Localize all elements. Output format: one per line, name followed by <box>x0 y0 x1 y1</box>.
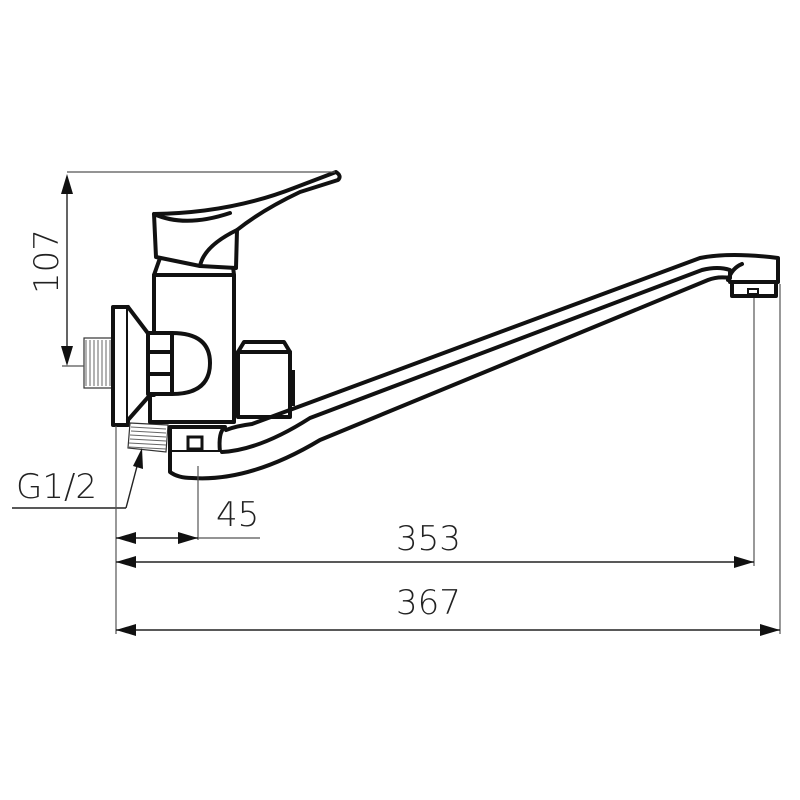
aerator <box>730 280 778 298</box>
faucet-drawing <box>83 170 780 481</box>
dimension-height: 107 <box>27 171 335 367</box>
thread-label: G1/2 <box>16 467 97 507</box>
handle-lever <box>152 170 342 270</box>
spout-reach-label: 353 <box>396 519 461 559</box>
spout-upper-edge <box>224 253 780 432</box>
offset-label: 45 <box>216 495 259 535</box>
dimension-offset: 45 <box>116 495 260 544</box>
height-label: 107 <box>27 229 67 294</box>
thread-callout: G1/2 <box>12 448 143 509</box>
dimension-overall-length: 367 <box>116 583 780 636</box>
diverter-knob <box>236 340 295 419</box>
wall-thread <box>83 337 115 389</box>
overall-length-label: 367 <box>396 583 461 623</box>
bottom-thread <box>127 422 169 453</box>
spout-base <box>168 266 732 481</box>
dimension-spout-reach: 353 <box>116 519 754 568</box>
hex-connector <box>146 331 212 396</box>
wall-flange <box>111 305 152 427</box>
